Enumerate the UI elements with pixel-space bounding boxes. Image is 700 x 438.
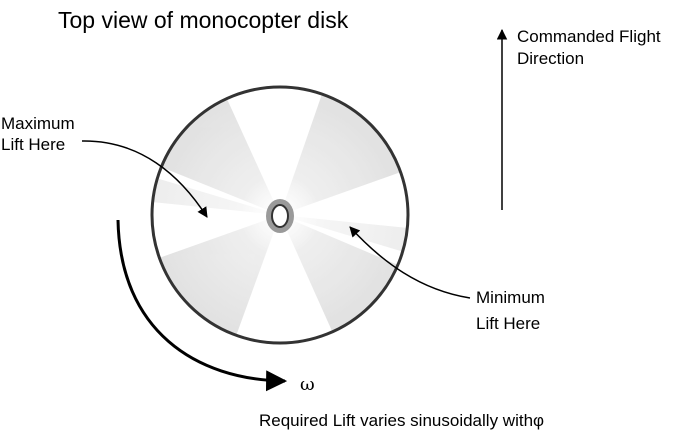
- sector-lower-right: [280, 215, 398, 331]
- figure-title: Top view of monocopter disk: [58, 7, 349, 33]
- rotation-arrow: [116, 219, 288, 392]
- lift-variation-note: Required Lift varies sinusoidally withφ: [259, 411, 545, 430]
- minimum-lift-pointer: [349, 226, 471, 299]
- minimum-lift-label-line1: Minimum: [476, 288, 545, 307]
- hub-inner: [271, 204, 289, 228]
- flight-direction-label-line2: Direction: [517, 49, 585, 68]
- maximum-lift-label-line1: Maximum: [1, 114, 75, 133]
- minimum-lift-label-line2: Lift Here: [476, 314, 541, 333]
- maximum-lift-label-line2: Lift Here: [1, 135, 66, 154]
- omega-symbol: ω: [300, 374, 315, 395]
- sector-upper-left: [161, 99, 280, 215]
- monocopter-disk: [150, 85, 410, 345]
- maximum-lift-pointer: [81, 140, 208, 218]
- flight-direction-label-line1: Commanded Flight: [517, 27, 661, 46]
- disk-rim: [150, 85, 410, 345]
- sector-upper-right: [280, 94, 401, 215]
